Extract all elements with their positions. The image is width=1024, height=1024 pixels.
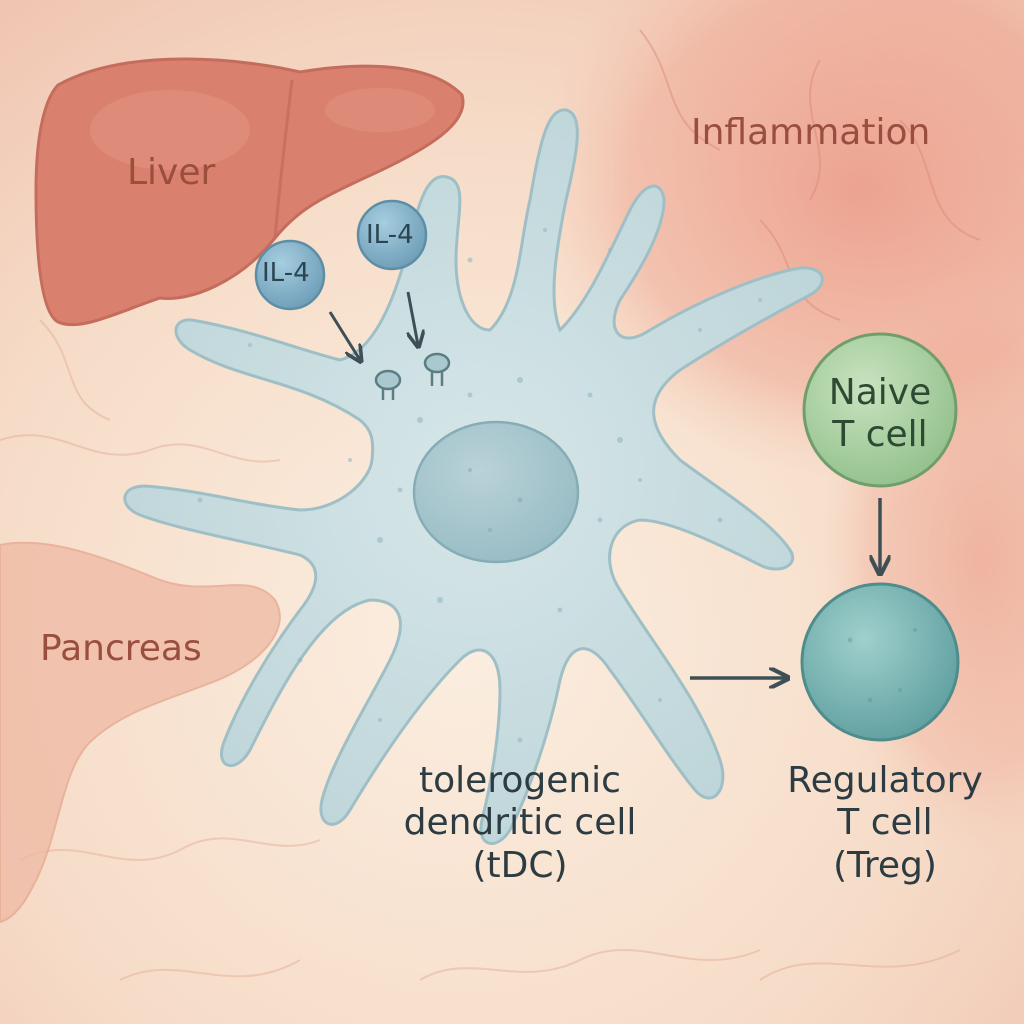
tdc-label-line2: dendritic cell bbox=[403, 802, 637, 844]
tissue-veins bbox=[0, 319, 961, 981]
naive-t-cell-label: Naive T cell bbox=[820, 372, 940, 457]
pancreas-shape bbox=[0, 541, 281, 924]
regulatory-t-cell bbox=[800, 582, 960, 742]
il4-label-1: IL-4 bbox=[262, 258, 310, 288]
treg-label-line1: Regulatory bbox=[787, 760, 983, 801]
tdc-label-line1: tolerogenic bbox=[419, 760, 621, 801]
il4-molecule-2 bbox=[356, 199, 428, 271]
il4-receptors bbox=[374, 352, 451, 400]
treg-label: Regulatory T cell (Treg) bbox=[775, 760, 995, 887]
pancreas-label: Pancreas bbox=[40, 628, 202, 669]
tdc-label: tolerogenic dendritic cell (tDC) bbox=[380, 760, 660, 887]
liver-shape bbox=[34, 57, 465, 327]
tdc-label-line3: (tDC) bbox=[472, 844, 568, 886]
naive-label-line2: T cell bbox=[832, 414, 928, 456]
liver-label: Liver bbox=[127, 152, 216, 193]
il4-arrow-1 bbox=[328, 311, 360, 360]
naive-t-cell bbox=[802, 332, 958, 488]
treg-label-line2: T cell bbox=[837, 802, 933, 844]
il4-arrow-2 bbox=[408, 291, 418, 345]
il4-label-2: IL-4 bbox=[366, 220, 414, 250]
treg-label-line3: (Treg) bbox=[833, 844, 937, 886]
dendritic-cell bbox=[123, 108, 824, 845]
naive-label-line1: Naive bbox=[828, 372, 932, 413]
il4-molecule-1 bbox=[254, 239, 326, 311]
dendritic-cell-nucleus bbox=[412, 420, 580, 564]
inflammation-label: Inflammation bbox=[691, 112, 931, 153]
